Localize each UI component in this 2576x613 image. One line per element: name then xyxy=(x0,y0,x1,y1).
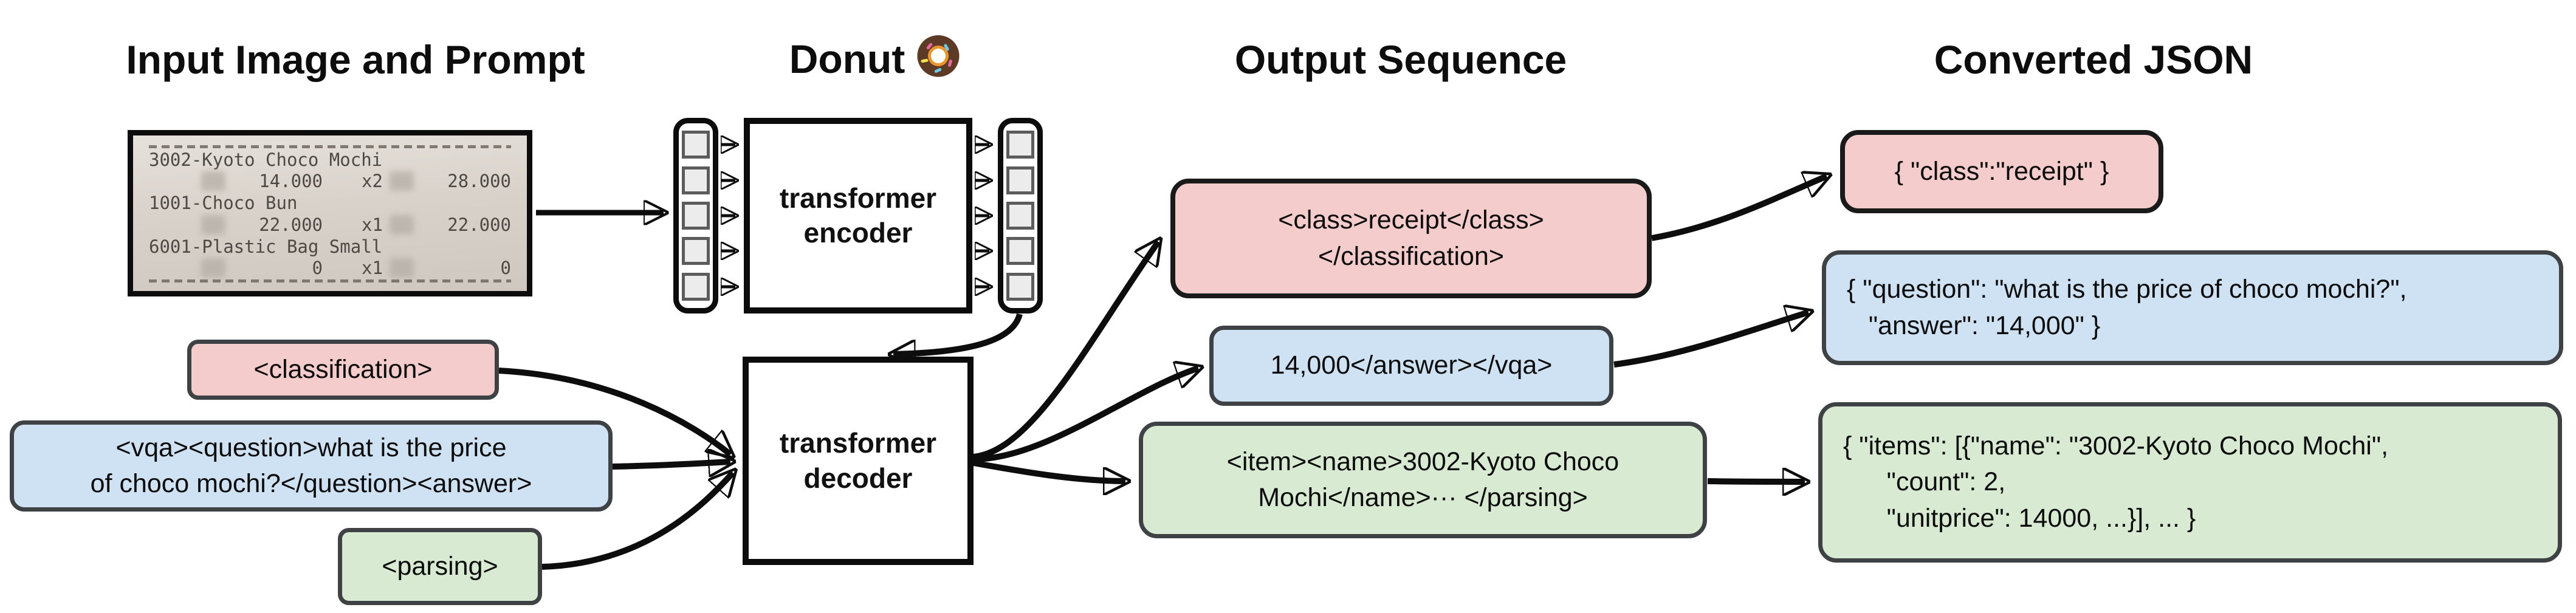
json-parsing-line3: "unitprice": 14000, ...}], ... } xyxy=(1843,503,2196,533)
output-vqa-text: 14,000</answer></vqa> xyxy=(1270,351,1553,380)
prompt-classification-box: <classification> xyxy=(187,340,499,400)
prompt-vqa-line1: <vqa><question>what is the price xyxy=(115,433,507,462)
json-vqa-line1: { "question": "what is the price of choc… xyxy=(1847,275,2407,304)
receipt-item-name: 6001-Plastic Bag Small xyxy=(149,236,383,257)
redaction-blur xyxy=(390,214,414,235)
token-square xyxy=(1006,131,1034,159)
json-vqa-line2: "answer": "14,000" } xyxy=(1847,310,2101,340)
header-input-image-and-prompt: Input Image and Prompt xyxy=(126,37,585,82)
transformer-decoder-box: transformer decoder xyxy=(743,357,974,565)
header-output-sequence: Output Sequence xyxy=(1234,37,1567,82)
token-square xyxy=(682,131,710,159)
prompt-parsing-box: <parsing> xyxy=(338,528,542,605)
redaction-blur xyxy=(201,214,225,235)
token-square xyxy=(1006,166,1034,194)
header-donut: Donut xyxy=(754,35,997,82)
header-converted-json: Converted JSON xyxy=(1934,37,2253,82)
json-parsing-line1: { "items": [{"name": "3002-Kyoto Choco M… xyxy=(1843,431,2389,461)
arrow-encoder-to-decoder xyxy=(893,313,1023,354)
arrow-decoder-to-output-parsing xyxy=(973,460,1125,481)
output-parsing-box: <item><name>3002-Kyoto Choco Mochi</name… xyxy=(1139,422,1707,538)
receipt-item-name: 1001-Choco Bun xyxy=(149,193,298,214)
token-square xyxy=(682,166,710,194)
receipt-item-name: 3002-Kyoto Choco Mochi xyxy=(149,149,383,170)
redaction-blur xyxy=(201,171,225,191)
output-classification-box: <class>receipt</class> </classification> xyxy=(1170,179,1652,298)
arrow-prompt-vqa-to-decoder xyxy=(612,462,730,467)
header-donut-label: Donut xyxy=(789,36,905,81)
receipt-separator-top xyxy=(149,145,511,148)
donut-icon xyxy=(916,35,961,80)
receipt-separator-bottom xyxy=(149,279,511,283)
redaction-blur xyxy=(201,258,225,278)
output-classification-line2: </classification> xyxy=(1318,241,1504,271)
token-square xyxy=(1006,201,1034,230)
output-vqa-box: 14,000</answer></vqa> xyxy=(1209,326,1613,406)
redaction-blur xyxy=(390,171,414,191)
prompt-parsing-text: <parsing> xyxy=(382,551,498,581)
output-parsing-line1: <item><name>3002-Kyoto Choco xyxy=(1226,447,1619,476)
json-parsing-line2: "count": 2, xyxy=(1843,467,2006,497)
prompt-vqa-line2: of choco mochi?</question><answer> xyxy=(90,469,532,498)
prompt-classification-text: <classification> xyxy=(253,354,433,384)
token-square xyxy=(682,237,710,265)
json-classification-box: { "class":"receipt" } xyxy=(1840,130,2163,213)
output-classification-line1: <class>receipt</class> xyxy=(1278,205,1544,235)
transformer-encoder-box: transformer encoder xyxy=(744,118,972,313)
prompt-vqa-box: <vqa><question>what is the price of choc… xyxy=(10,420,613,512)
json-vqa-box: { "question": "what is the price of choc… xyxy=(1822,250,2563,365)
output-token-strip xyxy=(998,118,1043,313)
transformer-decoder-label: transformer decoder xyxy=(779,427,937,494)
arrow-output-to-json-parsing xyxy=(1707,481,1805,482)
arrow-output-to-json-vqa xyxy=(1613,312,1808,368)
token-square xyxy=(682,272,710,301)
json-classification-text: { "class":"receipt" } xyxy=(1894,156,2109,186)
redaction-blur xyxy=(390,258,414,278)
input-token-strip xyxy=(673,118,718,313)
transformer-encoder-label: transformer encoder xyxy=(779,182,937,249)
token-square xyxy=(682,201,710,230)
token-square xyxy=(1006,272,1034,301)
token-square xyxy=(1006,237,1034,265)
json-parsing-box: { "items": [{"name": "3002-Kyoto Choco M… xyxy=(1818,402,2562,563)
output-parsing-line2: Mochi</name>··· </parsing> xyxy=(1258,483,1588,512)
arrow-output-to-json-classification xyxy=(1651,176,1827,241)
